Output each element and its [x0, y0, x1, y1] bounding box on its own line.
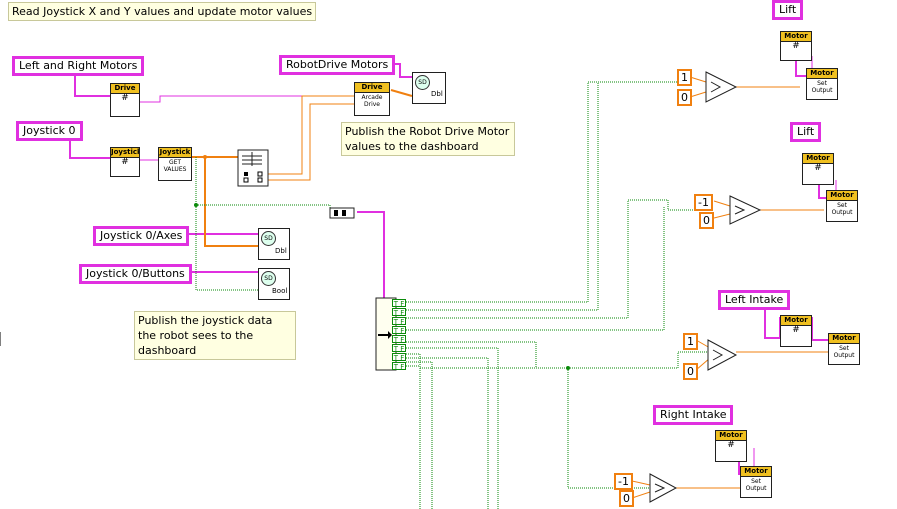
wire-left-right-motors	[74, 74, 110, 97]
label-joystick-axes[interactable]: Joystick 0/Axes	[93, 226, 190, 246]
set-output-left-intake[interactable]: Motor Set Output	[828, 333, 860, 365]
const-lift1-b[interactable]: 0	[677, 89, 692, 106]
get-values-header: Joystick	[159, 148, 191, 158]
case-tunnel-5: T F	[392, 335, 406, 344]
motor-refnum-right-intake[interactable]: Motor #	[715, 430, 747, 462]
label-lift-1[interactable]: Lift	[772, 0, 804, 20]
set-output-text: Set Output	[831, 202, 853, 216]
sd-icon: SD	[261, 271, 276, 286]
comment-publish-joystick: Publish the joystick data the robot sees…	[134, 311, 296, 360]
motor-refnum-lift2[interactable]: Motor #	[802, 153, 834, 185]
ref-glyph: #	[727, 440, 735, 450]
label-robotdrive-motors[interactable]: RobotDrive Motors	[279, 55, 396, 75]
motor-header: Motor	[781, 316, 811, 326]
sd-icon: SD	[415, 75, 430, 90]
motor-refnum-left-intake[interactable]: Motor #	[780, 315, 812, 347]
ref-glyph: #	[121, 93, 129, 103]
drive-refnum-node[interactable]: Drive #	[110, 83, 140, 117]
sd-type-bool: Bool	[272, 287, 288, 295]
drive-node-header: Drive	[111, 84, 139, 94]
wire-to-case	[357, 211, 385, 300]
ref-glyph: #	[814, 163, 822, 173]
ref-glyph: #	[792, 325, 800, 335]
motor-refnum-lift1[interactable]: Motor #	[780, 31, 812, 61]
case-tunnel-8: T F	[392, 362, 406, 371]
motor-header: Motor	[803, 154, 833, 164]
label-joystick-buttons[interactable]: Joystick 0/Buttons	[79, 264, 192, 284]
label-joystick0[interactable]: Joystick 0	[16, 121, 83, 141]
const-intake-right-b[interactable]: 0	[619, 490, 634, 507]
arcade-drive-node[interactable]: Drive Arcade Drive	[354, 82, 390, 116]
label-right-intake[interactable]: Right Intake	[653, 405, 734, 425]
case-tunnel-4: T F	[392, 326, 406, 335]
const-intake-right-a[interactable]: -1	[614, 473, 633, 490]
label-left-right-motors[interactable]: Left and Right Motors	[12, 56, 145, 76]
case-tunnel-2: T F	[392, 308, 406, 317]
comment-read-joystick: Read Joystick X and Y values and update …	[8, 2, 317, 21]
arcade-drive-text: Arcade Drive	[361, 94, 383, 108]
set-output-text: Set Output	[745, 478, 767, 492]
set-output-lift2[interactable]: Motor Set Output	[826, 190, 858, 222]
sd-type-dbl: Dbl	[431, 90, 443, 98]
label-lift-2[interactable]: Lift	[790, 122, 822, 142]
label-left-intake[interactable]: Left Intake	[718, 290, 791, 310]
case-tunnel-6: T F	[392, 344, 406, 353]
case-tunnel-1: T F	[392, 299, 406, 308]
joystick-get-values-node[interactable]: Joystick GET VALUES	[158, 147, 192, 181]
sd-icon: SD	[261, 231, 276, 246]
joystick-refnum-node[interactable]: Joystick #	[110, 147, 140, 177]
sd-write-drive-node[interactable]: SD Dbl	[412, 72, 446, 104]
set-output-header: Motor	[741, 467, 771, 477]
sd-write-buttons-node[interactable]: SD Bool	[258, 268, 290, 300]
sd-write-axes-node[interactable]: SD Dbl	[258, 228, 290, 260]
set-output-lift1[interactable]: Motor Set Output	[806, 68, 838, 100]
motor-header: Motor	[781, 32, 811, 42]
set-output-header: Motor	[807, 69, 837, 79]
const-intake-left-b[interactable]: 0	[683, 363, 698, 380]
set-output-text: Set Output	[833, 345, 855, 359]
set-output-header: Motor	[829, 334, 859, 344]
ref-glyph: #	[792, 41, 800, 51]
get-values-text: GET VALUES	[163, 159, 187, 173]
const-lift2-a[interactable]: -1	[694, 194, 713, 211]
case-tunnel-3: T F	[392, 317, 406, 326]
const-intake-left-a[interactable]: 1	[683, 333, 698, 350]
const-lift2-b[interactable]: 0	[699, 212, 714, 229]
sd-type-dbl: Dbl	[275, 247, 287, 255]
motor-header: Motor	[716, 431, 746, 441]
ref-glyph: #	[121, 157, 129, 167]
case-tunnel-7: T F	[392, 353, 406, 362]
const-lift1-a[interactable]: 1	[677, 69, 692, 86]
arcade-drive-header: Drive	[355, 83, 389, 93]
set-output-header: Motor	[827, 191, 857, 201]
set-output-text: Set Output	[811, 80, 833, 94]
set-output-right-intake[interactable]: Motor Set Output	[740, 466, 772, 498]
comment-publish-drive: Publish the Robot Drive Motor values to …	[341, 122, 515, 156]
joystick-node-header: Joystick	[111, 148, 140, 158]
